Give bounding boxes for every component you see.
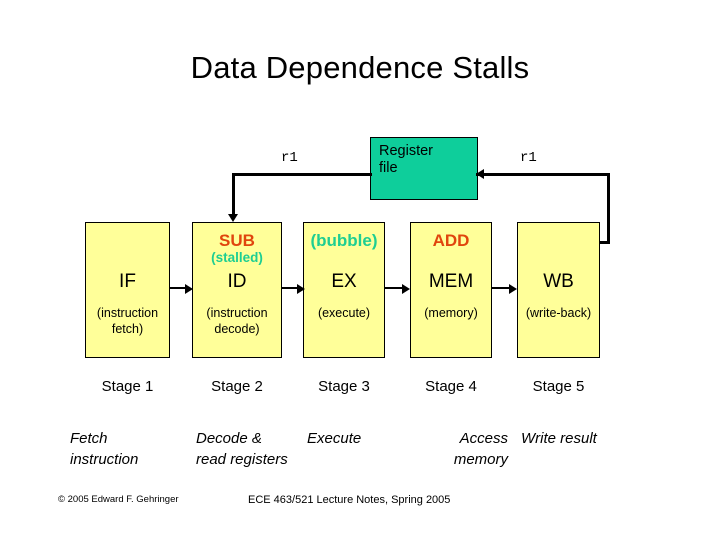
pipeline-stage-box-id: SUB (stalled) ID (instruction decode) xyxy=(192,222,282,358)
stage-description: (instruction fetch) xyxy=(96,306,159,336)
stage-action-1: Fetch instruction xyxy=(70,430,139,468)
arrow-right-icon xyxy=(185,284,193,294)
stage-action-4: Access memory xyxy=(453,430,508,468)
arrow-down-icon xyxy=(228,214,238,222)
stage-description: (write-back) xyxy=(525,306,592,320)
wire-wb-to-regfile-vertical xyxy=(607,173,610,243)
wire-wb-to-regfile-horizontal-top xyxy=(476,173,610,176)
pipeline-stage-box-wb: WB (write-back) xyxy=(517,222,600,358)
pipeline-stage-box-if: IF (instruction fetch) xyxy=(85,222,170,358)
connector-ex-to-mem xyxy=(385,287,403,289)
stage-name: IF xyxy=(119,271,136,292)
stage-number-3: Stage 3 xyxy=(318,378,370,395)
stage-name: EX xyxy=(331,271,357,292)
stage-number-2: Stage 2 xyxy=(211,378,263,395)
footer-copyright: © 2005 Edward F. Gehringer xyxy=(58,494,179,505)
register-file-label-line2: file xyxy=(379,160,398,176)
arrow-right-icon xyxy=(509,284,517,294)
connector-mem-to-wb xyxy=(492,287,510,289)
stage-action-3: Execute xyxy=(307,430,362,447)
pipeline-stage-box-mem: ADD MEM (memory) xyxy=(410,222,492,358)
stage-description: (instruction decode) xyxy=(206,306,268,336)
connector-id-to-ex xyxy=(282,287,298,289)
stage-name: ID xyxy=(227,271,247,292)
stage-name: MEM xyxy=(428,271,474,292)
register-file-label-line1: Register xyxy=(379,143,433,159)
wire-regfile-to-id-horizontal xyxy=(232,173,372,176)
stage-number-4: Stage 4 xyxy=(425,378,477,395)
pipeline-stage-box-ex: (bubble) EX (execute) xyxy=(303,222,385,358)
page-title: Data Dependence Stalls xyxy=(190,50,530,85)
stage-name: WB xyxy=(543,271,574,292)
stage-description: (memory) xyxy=(424,306,478,320)
stage-number-5: Stage 5 xyxy=(532,378,585,395)
footer-course-note: ECE 463/521 Lecture Notes, Spring 2005 xyxy=(248,494,451,506)
wire-regfile-to-id-vertical xyxy=(232,173,235,217)
stage-action-2: Decode & read registers xyxy=(196,430,288,468)
wire-label-r1-right: r1 xyxy=(520,150,537,166)
stage-action-5: Write result xyxy=(521,430,597,447)
stage-number-1: Stage 1 xyxy=(101,378,154,395)
stage-sub-label: (stalled) xyxy=(211,250,263,265)
stage-description: (execute) xyxy=(317,306,371,320)
stage-top-label: ADD xyxy=(432,231,470,250)
stage-top-label: (bubble) xyxy=(310,231,378,250)
stage-top-label: SUB xyxy=(219,231,255,250)
arrow-right-icon xyxy=(297,284,305,294)
arrow-right-icon xyxy=(402,284,410,294)
wire-label-r1-left: r1 xyxy=(281,150,298,166)
register-file-box: Register file xyxy=(370,137,478,200)
connector-if-to-id xyxy=(170,287,186,289)
arrow-left-icon xyxy=(476,169,484,179)
